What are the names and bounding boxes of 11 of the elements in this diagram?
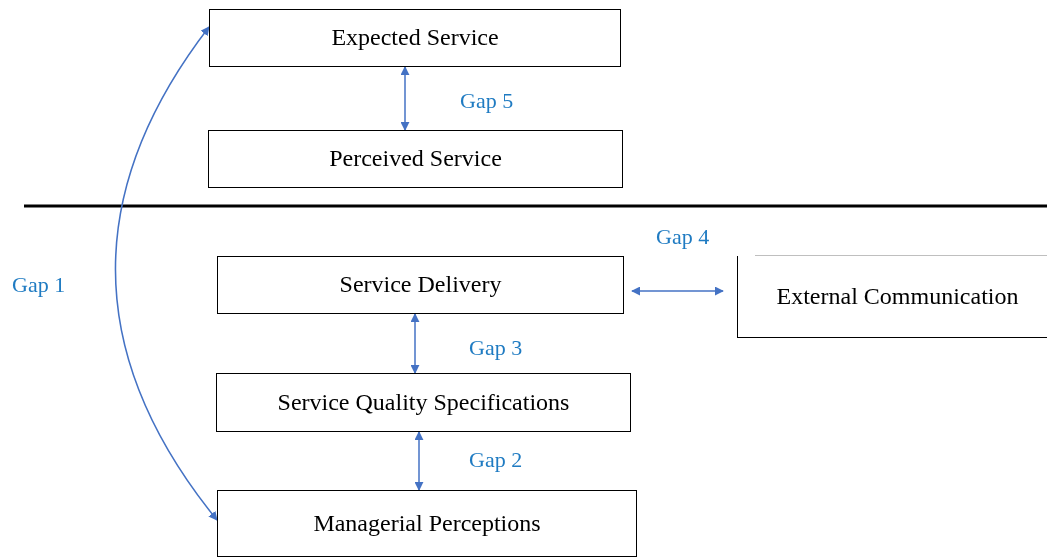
double-arrow bbox=[414, 431, 424, 491]
double-arrow bbox=[631, 286, 724, 296]
double-arrow bbox=[114, 26, 218, 521]
process-box: Perceived Service bbox=[208, 130, 623, 188]
double-arrow bbox=[410, 313, 420, 374]
process-box: External Communication bbox=[737, 256, 1047, 338]
process-box: Expected Service bbox=[209, 9, 621, 67]
double-arrow bbox=[400, 66, 410, 131]
process-box: Service Delivery bbox=[217, 256, 624, 314]
process-box: Managerial Perceptions bbox=[217, 490, 637, 557]
process-box: Service Quality Specifications bbox=[216, 373, 631, 432]
